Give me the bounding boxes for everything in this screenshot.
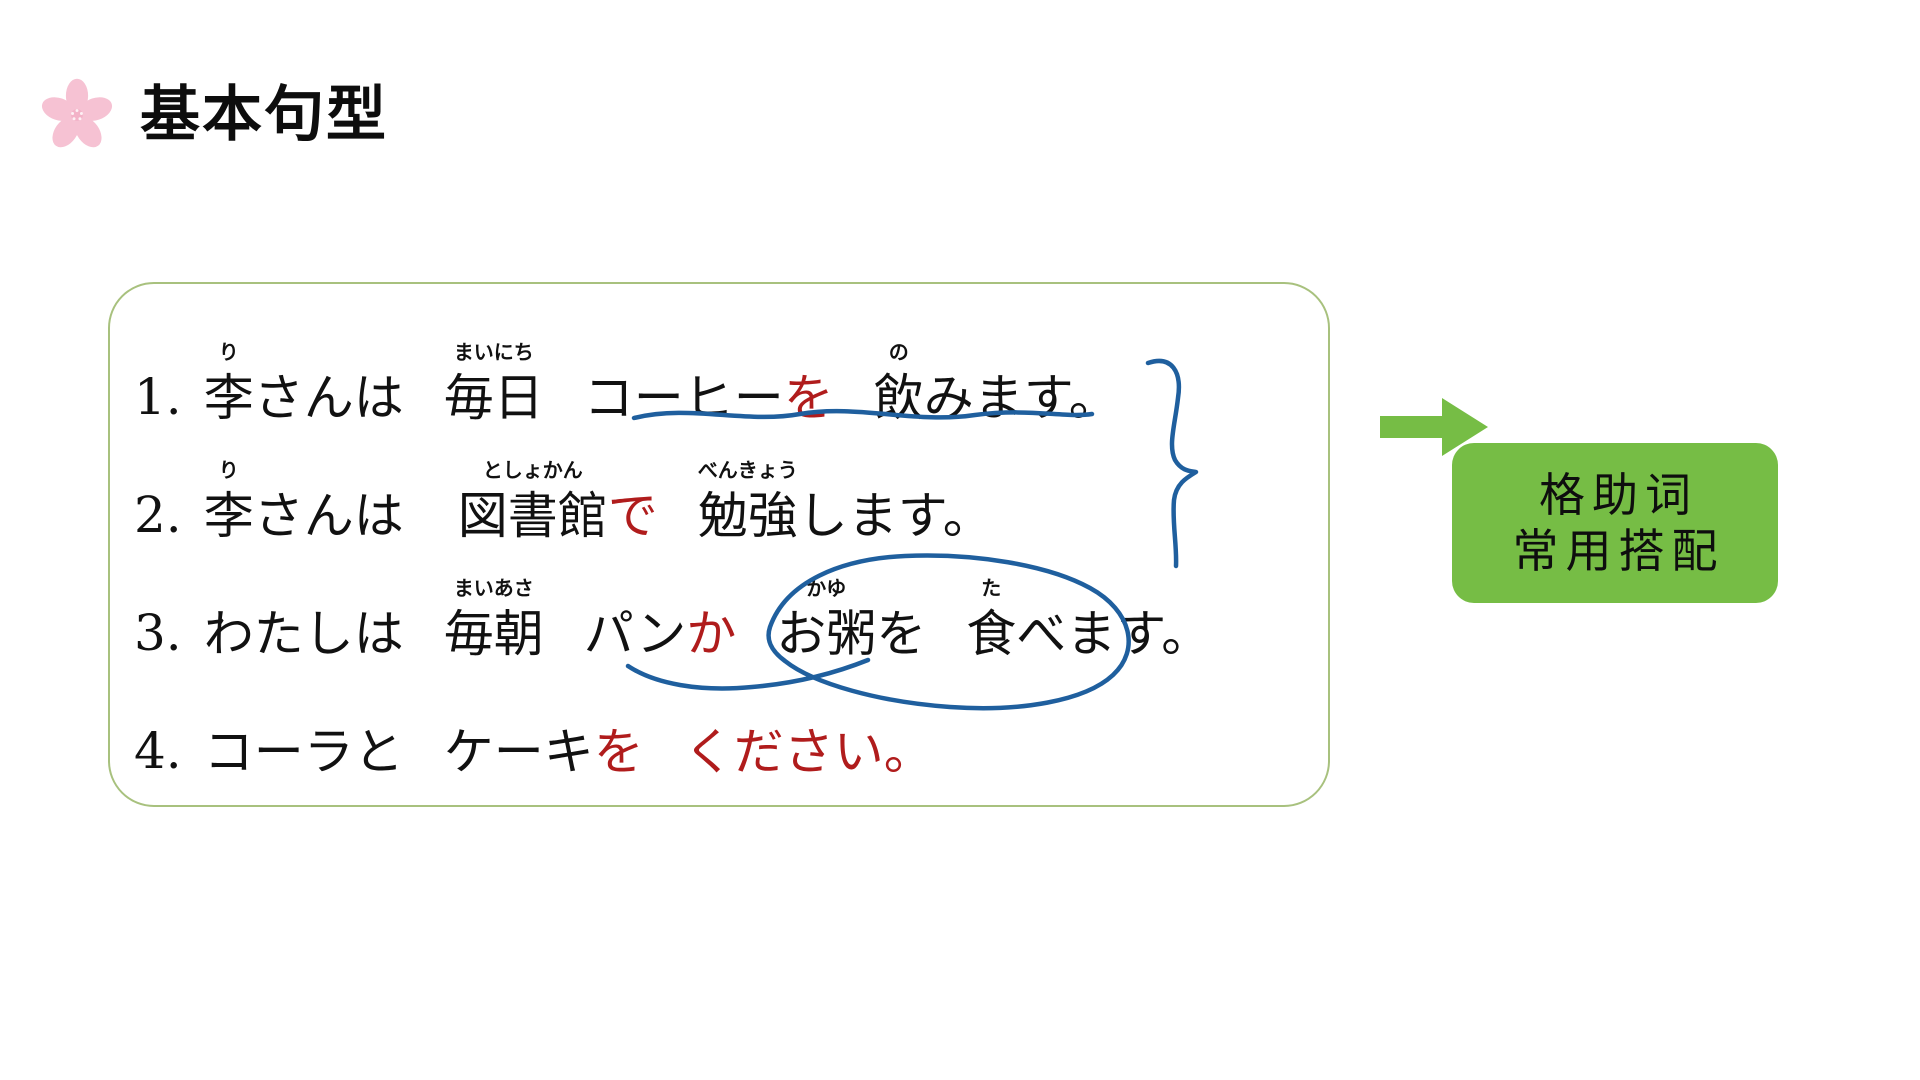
- base-text: 李: [203, 369, 254, 427]
- slide-header: 基本句型: [40, 78, 388, 152]
- furigana: べんきょう: [697, 458, 798, 482]
- base-text: 食: [966, 605, 1017, 663]
- sentence-segment: べんきょう 勉強: [698, 460, 798, 542]
- base-text: わたしは: [203, 605, 404, 663]
- result-line-1: 格助词: [1539, 467, 1698, 522]
- base-text: します。: [797, 487, 993, 545]
- furigana: としょかん: [482, 458, 583, 482]
- sentence-segment: x パン: [584, 578, 687, 660]
- sentence-segment: x ケーキ: [444, 696, 594, 778]
- sentence-segment: x コーラと: [204, 696, 404, 778]
- right-arrow-icon: [1380, 398, 1488, 456]
- sentence-segment: x みます。: [924, 342, 1119, 424]
- furigana: り: [218, 340, 239, 364]
- particle-text: を: [783, 369, 834, 427]
- sentence-segment: り 李: [204, 460, 254, 542]
- page-title: 基本句型: [140, 80, 388, 150]
- furigana: かゆ: [806, 576, 847, 600]
- furigana: の: [888, 340, 909, 364]
- base-text: コーラと: [203, 723, 404, 781]
- base-text: 毎朝: [443, 605, 544, 663]
- sentence-segment: としょかん 図書館: [458, 460, 608, 542]
- base-text: 李: [203, 487, 254, 545]
- base-text: 毎日: [443, 369, 544, 427]
- result-box: 格助词 常用搭配: [1452, 443, 1778, 603]
- sentence-row-2: 2. り 李 x さんは としょかん 図書館 x で べんきょう 勉強 x しま…: [134, 424, 1314, 542]
- sentence-segment: まいあさ 毎朝: [444, 578, 544, 660]
- base-text: お粥: [776, 605, 877, 663]
- sentence-segment: x べます。: [1016, 578, 1211, 660]
- sentence-segment: x さんは: [254, 460, 404, 542]
- sentence-segment: x コーヒー: [584, 342, 784, 424]
- base-text: 勉強: [697, 487, 798, 545]
- sentence-segment: かゆ お粥: [776, 578, 876, 660]
- particle-segment: x で: [608, 460, 658, 542]
- base-text: 飲: [873, 369, 924, 427]
- furigana: り: [218, 458, 239, 482]
- base-text: ケーキ: [443, 723, 594, 781]
- sentence-segment: り 李: [204, 342, 254, 424]
- sakura-flower-icon: [40, 78, 114, 152]
- sentence-number: 4.: [134, 722, 182, 780]
- sentence-row-3: 3. x わたしは まいあさ 毎朝 x パン x か かゆ お粥 x を: [134, 542, 1314, 660]
- sentence-number: 1.: [134, 368, 182, 426]
- furigana: まいにち: [453, 340, 534, 364]
- sentence-row-1: 1. り 李 x さんは まいにち 毎日 x コーヒー x を の 飲 x: [134, 306, 1314, 424]
- particle-text: で: [607, 487, 658, 545]
- sentence-segment: x さんは: [254, 342, 404, 424]
- result-line-2: 常用搭配: [1512, 524, 1725, 578]
- particle-segment: x を: [784, 342, 834, 424]
- sentence-segment: の 飲: [874, 342, 924, 424]
- particle-segment: x か: [686, 578, 736, 660]
- base-text: コーヒー: [583, 369, 784, 427]
- sentence-list: 1. り 李 x さんは まいにち 毎日 x コーヒー x を の 飲 x: [134, 306, 1314, 778]
- furigana: まいあさ: [453, 576, 534, 600]
- sentence-number: 3.: [134, 604, 182, 662]
- sentence-segment: た 食: [966, 578, 1016, 660]
- sentence-segment: x を: [876, 578, 926, 660]
- base-text: さんは: [253, 369, 404, 427]
- sentence-panel: [108, 282, 1330, 807]
- base-text: ください。: [683, 723, 934, 781]
- sentence-segment: x ください。: [684, 696, 934, 778]
- particle-text: を: [593, 723, 644, 781]
- sentence-number: 2.: [134, 486, 182, 544]
- base-text: パン: [583, 605, 687, 663]
- sentence-segment: x わたしは: [204, 578, 404, 660]
- base-text: 図書館: [457, 487, 608, 545]
- sentence-row-4: 4. x コーラと x ケーキ x を x ください。: [134, 660, 1314, 778]
- base-text: さんは: [253, 487, 404, 545]
- base-text: べます。: [1016, 605, 1212, 663]
- base-text: みます。: [923, 369, 1119, 427]
- sentence-segment: x します。: [798, 460, 993, 542]
- particle-text: か: [686, 605, 737, 663]
- particle-segment: x を: [594, 696, 644, 778]
- base-text: を: [876, 605, 927, 663]
- sentence-segment: まいにち 毎日: [444, 342, 544, 424]
- furigana: た: [981, 576, 1002, 600]
